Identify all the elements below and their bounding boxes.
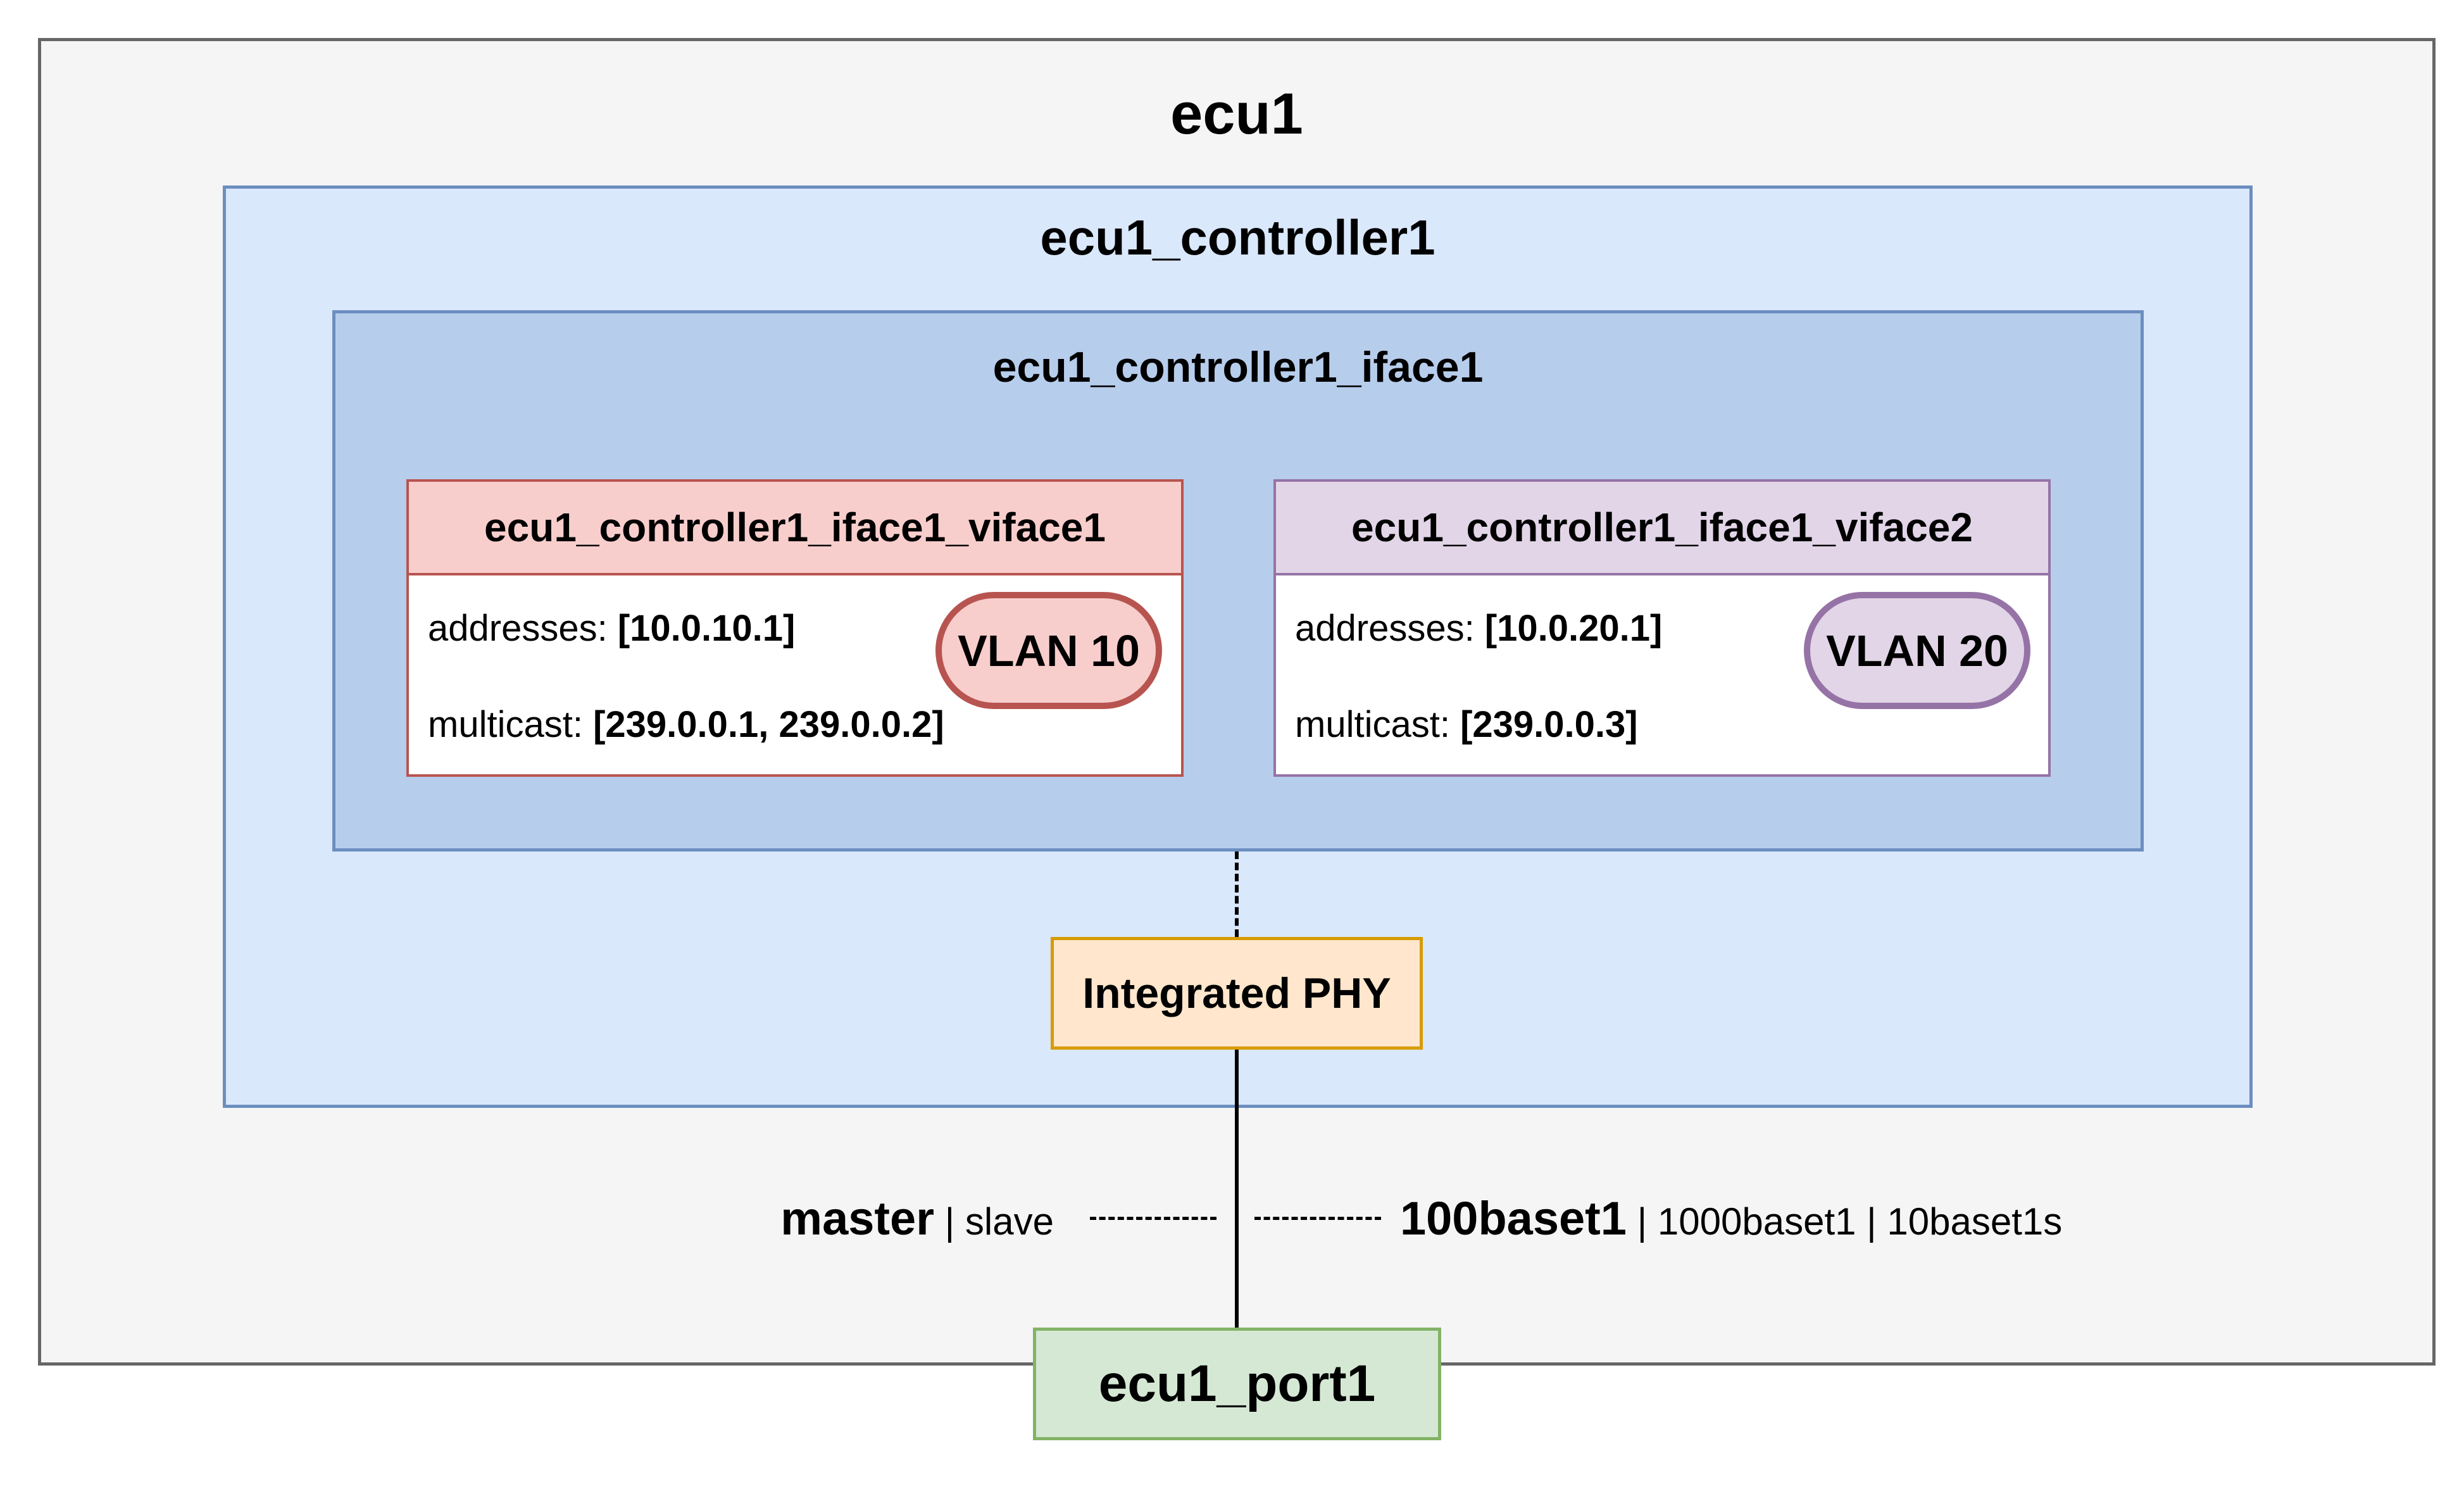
phy-port-connector <box>1235 1050 1239 1328</box>
controller-title: ecu1_controller1 <box>1040 209 1435 265</box>
viface1-header: ecu1_controller1_iface1_viface1 <box>406 479 1184 575</box>
speed-dashed-leader <box>1254 1217 1381 1220</box>
speed-selected: 100baset1 <box>1400 1192 1627 1245</box>
speed-options-label: 100baset1 | 1000baset1 | 10baset1s <box>1400 1195 2062 1242</box>
viface2-multicast: multicast: [239.0.0.3] <box>1295 703 1638 746</box>
vlan-badge-10: VLAN 10 <box>935 592 1162 709</box>
viface1-multicast: multicast: [239.0.0.1, 239.0.0.2] <box>428 703 944 746</box>
speed-others: | 1000baset1 | 10baset1s <box>1637 1200 2063 1243</box>
addresses-label: addresses: <box>428 608 608 649</box>
addresses-value: [10.0.10.1] <box>617 608 796 649</box>
viface2-header: ecu1_controller1_iface1_viface2 <box>1273 479 2051 575</box>
multicast-value: [239.0.0.3] <box>1460 704 1638 745</box>
integrated-phy-box: Integrated PHY <box>1051 937 1423 1050</box>
addresses-label: addresses: <box>1295 608 1475 649</box>
multicast-value: [239.0.0.1, 239.0.0.2] <box>593 704 944 745</box>
viface1-addresses: addresses: [10.0.10.1] <box>428 607 795 650</box>
ecu-port-box: ecu1_port1 <box>1033 1328 1441 1440</box>
role-options-label: master | slave <box>780 1195 1054 1242</box>
role-dashed-leader <box>1090 1217 1216 1220</box>
iface-phy-dashed-connector <box>1235 851 1239 937</box>
multicast-label: multicast: <box>1295 704 1450 745</box>
role-selected: master <box>780 1192 934 1245</box>
vlan-badge-20: VLAN 20 <box>1804 592 2030 709</box>
role-others: | slave <box>944 1200 1054 1243</box>
ecu-title: ecu1 <box>1170 81 1303 146</box>
viface2-addresses: addresses: [10.0.20.1] <box>1295 607 1662 650</box>
addresses-value: [10.0.20.1] <box>1484 608 1663 649</box>
multicast-label: multicast: <box>428 704 583 745</box>
iface-title: ecu1_controller1_iface1 <box>992 343 1484 391</box>
